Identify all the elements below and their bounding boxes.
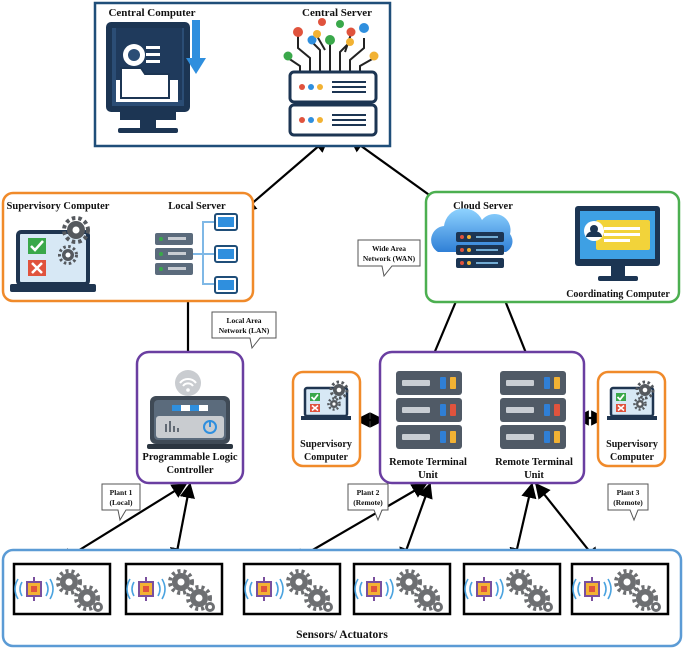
- supervisory-left-laptop-icon: [299, 380, 353, 422]
- central-server-label: Central Server: [302, 7, 372, 19]
- sensor-actuator-unit-2: [124, 562, 224, 616]
- rtu2-rack-icon: [500, 371, 566, 449]
- sensors-actuators-label: Sensors/ Actuators: [296, 629, 388, 641]
- supervisory-left-label-line1: Supervisory: [300, 439, 352, 450]
- sensor-actuator-unit-6: [570, 562, 670, 616]
- central-to-local-server-link: [240, 136, 330, 214]
- plant2-callout: Plant 2 (Remote): [347, 483, 389, 522]
- rtu1-label-line2: Unit: [418, 470, 438, 481]
- supervisory-right-label-line2: Computer: [610, 452, 654, 463]
- coordinating-computer-label: Coordinating Computer: [566, 289, 670, 300]
- rtu-group: Remote Terminal Unit Remote Terminal Uni…: [378, 350, 586, 485]
- sensor-actuator-unit-4: [352, 562, 452, 616]
- plc-group: Programmable Logic Controller: [135, 350, 245, 485]
- plant1-callout: Plant 1 (Local): [101, 483, 141, 522]
- lan-callout-line2: Network (LAN): [219, 326, 270, 335]
- supervisory-right-laptop-icon: [605, 380, 659, 422]
- lan-callout: Local Area Network (LAN): [211, 311, 277, 350]
- central-group: Central Computer Central Server: [93, 1, 392, 148]
- lan-callout-line1: Local Area: [226, 316, 261, 325]
- rtu2-label-line1: Remote Terminal: [495, 457, 573, 468]
- plant1-callout-line2: (Local): [110, 498, 133, 507]
- sensor-actuator-unit-5: [462, 562, 562, 616]
- central-computer-icon: [106, 20, 206, 133]
- central-computer-label: Central Computer: [108, 7, 195, 19]
- rtu2-label-line2: Unit: [524, 470, 544, 481]
- sensor-actuator-unit-3: [242, 562, 342, 616]
- plc-icon: [147, 370, 233, 449]
- local-server-icon: [155, 213, 238, 294]
- supervisory-laptop-icon: [10, 216, 96, 292]
- supervisory-left-label-line2: Computer: [304, 452, 348, 463]
- wan-callout: Wide Area Network (WAN): [357, 239, 421, 278]
- plant2-callout-line1: Plant 2: [357, 488, 380, 497]
- central-server-icon: [283, 18, 379, 137]
- local-server-label: Local Server: [168, 201, 226, 212]
- coordinating-computer-icon: [575, 206, 660, 281]
- supervisory-left-group: Supervisory Computer: [291, 370, 362, 468]
- cloud-server-label: Cloud Server: [453, 201, 513, 212]
- rtu1-label-line1: Remote Terminal: [389, 457, 467, 468]
- wan-callout-line1: Wide Area: [372, 244, 406, 253]
- sensors-group: Sensors/ Actuators: [1, 548, 683, 648]
- plc-label-line1: Programmable Logic: [142, 452, 238, 463]
- supervisory-computer-label: Supervisory Computer: [7, 201, 110, 212]
- plc-label-line2: Controller: [166, 465, 213, 476]
- supervisory-right-label-line1: Supervisory: [606, 439, 658, 450]
- supervisory-group: Supervisory Computer Local Server: [1, 191, 255, 303]
- plant3-callout: Plant 3 (Remote): [607, 483, 649, 522]
- plant1-callout-line1: Plant 1: [110, 488, 133, 497]
- cloud-group: Cloud Server Coordinating Computer: [424, 190, 681, 304]
- plant3-callout-line2: (Remote): [613, 498, 643, 507]
- plant2-callout-line2: (Remote): [353, 498, 383, 507]
- rtu1-rack-icon: [396, 371, 462, 449]
- wan-callout-line2: Network (WAN): [363, 254, 416, 263]
- cloud-server-icon: [431, 208, 513, 268]
- supervisory-right-group: Supervisory Computer: [596, 370, 667, 468]
- sensor-actuator-unit-1: [12, 562, 112, 616]
- plant3-callout-line1: Plant 3: [617, 488, 640, 497]
